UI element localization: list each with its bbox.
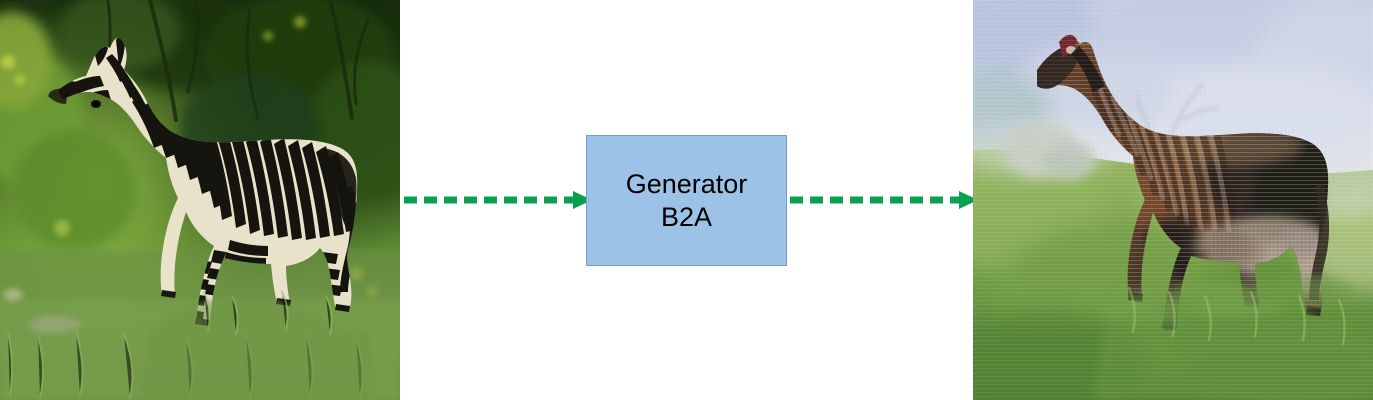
generator-label-line2: B2A <box>660 201 713 232</box>
output-image-artwork <box>973 0 1373 400</box>
arrow-input-glyph <box>404 191 592 209</box>
generator-b2a-block[interactable]: Generator B2A <box>586 135 787 266</box>
output-image-generated-horse <box>973 0 1373 400</box>
input-image-zebra <box>0 0 400 400</box>
arrow-input-to-generator <box>400 186 594 214</box>
zebra-figure <box>48 37 370 400</box>
arrow-output-glyph <box>790 191 978 209</box>
input-image-artwork <box>0 0 400 400</box>
arrow-generator-to-output <box>786 186 980 214</box>
generator-label-line1: Generator <box>625 168 748 199</box>
